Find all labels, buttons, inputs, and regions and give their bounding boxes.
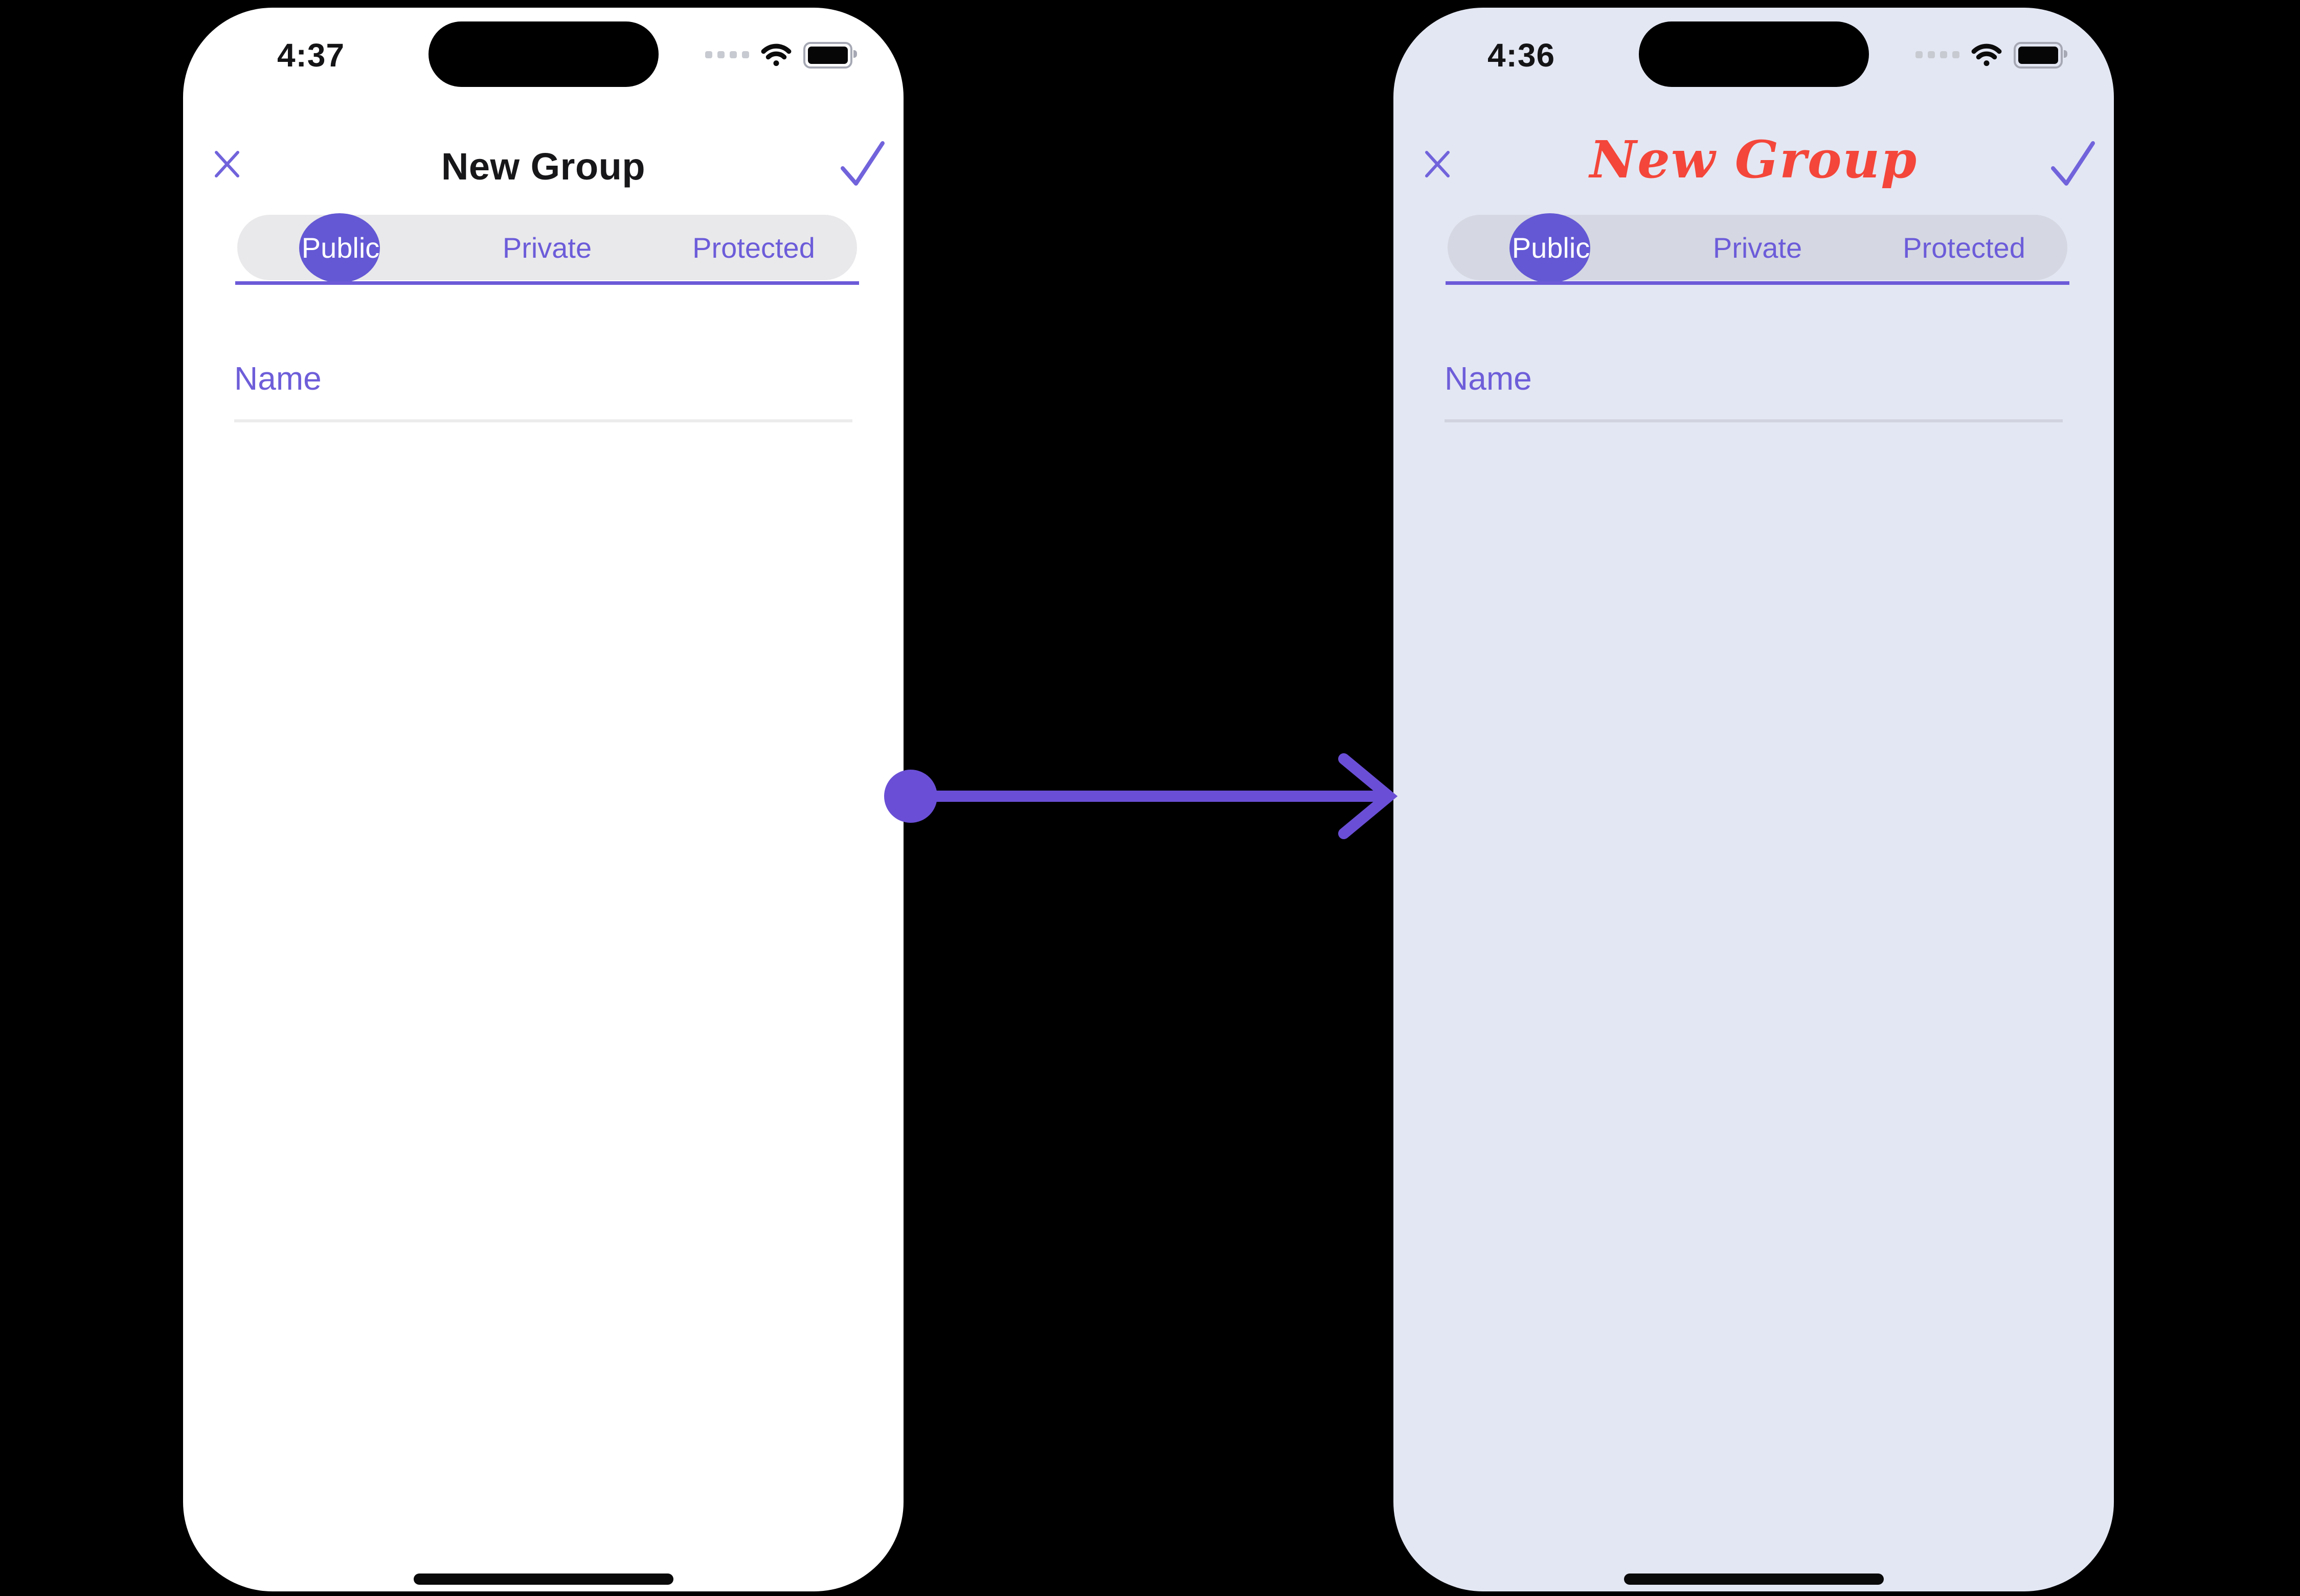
status-icons	[1915, 42, 2067, 69]
dynamic-island	[1638, 21, 1869, 87]
name-input[interactable]: Name	[234, 360, 322, 397]
selected-tab-pill	[1509, 213, 1590, 283]
close-button[interactable]	[1422, 149, 1453, 179]
phone-mockup-before: 4:37 New Group Public Private	[183, 8, 904, 1591]
battery-icon	[803, 42, 857, 69]
battery-icon	[2014, 42, 2067, 69]
arrow-right-icon	[884, 753, 1398, 839]
cellular-dots-icon	[1915, 51, 1959, 59]
wifi-icon	[760, 43, 792, 67]
status-time: 4:37	[277, 37, 345, 74]
home-indicator	[1623, 1573, 1884, 1585]
tab-protected[interactable]: Protected	[692, 231, 815, 264]
segmented-underline	[235, 281, 859, 285]
wifi-icon	[1971, 43, 2002, 67]
name-input[interactable]: Name	[1445, 360, 1532, 397]
cellular-dots-icon	[705, 51, 749, 59]
selected-tab-pill	[299, 213, 380, 283]
tab-protected[interactable]: Protected	[1903, 231, 2025, 264]
name-input-underline	[1445, 419, 2063, 422]
tab-private[interactable]: Private	[1712, 231, 1802, 264]
phone-mockup-after: 4:36 New Group Public Private	[1393, 8, 2114, 1591]
check-icon	[2051, 141, 2095, 186]
page-title-script: New Group	[1589, 129, 1918, 190]
dynamic-island	[428, 21, 659, 87]
close-icon	[1425, 151, 1450, 177]
name-input-underline	[234, 419, 852, 422]
close-button[interactable]	[212, 149, 242, 179]
close-icon	[215, 151, 239, 177]
confirm-button[interactable]	[839, 140, 886, 187]
page-title: New Group	[441, 145, 646, 188]
visibility-segmented-control: Public Private Protected	[1446, 213, 2069, 285]
confirm-button[interactable]	[2049, 140, 2096, 187]
home-indicator	[413, 1573, 673, 1585]
visibility-segmented-control: Public Private Protected	[235, 213, 859, 285]
status-icons	[705, 42, 857, 69]
check-icon	[841, 141, 885, 186]
tab-private[interactable]: Private	[502, 231, 592, 264]
tab-public[interactable]: Public	[301, 231, 380, 264]
status-time: 4:36	[1487, 37, 1555, 74]
segmented-underline	[1446, 281, 2069, 285]
tab-public[interactable]: Public	[1512, 231, 1590, 264]
